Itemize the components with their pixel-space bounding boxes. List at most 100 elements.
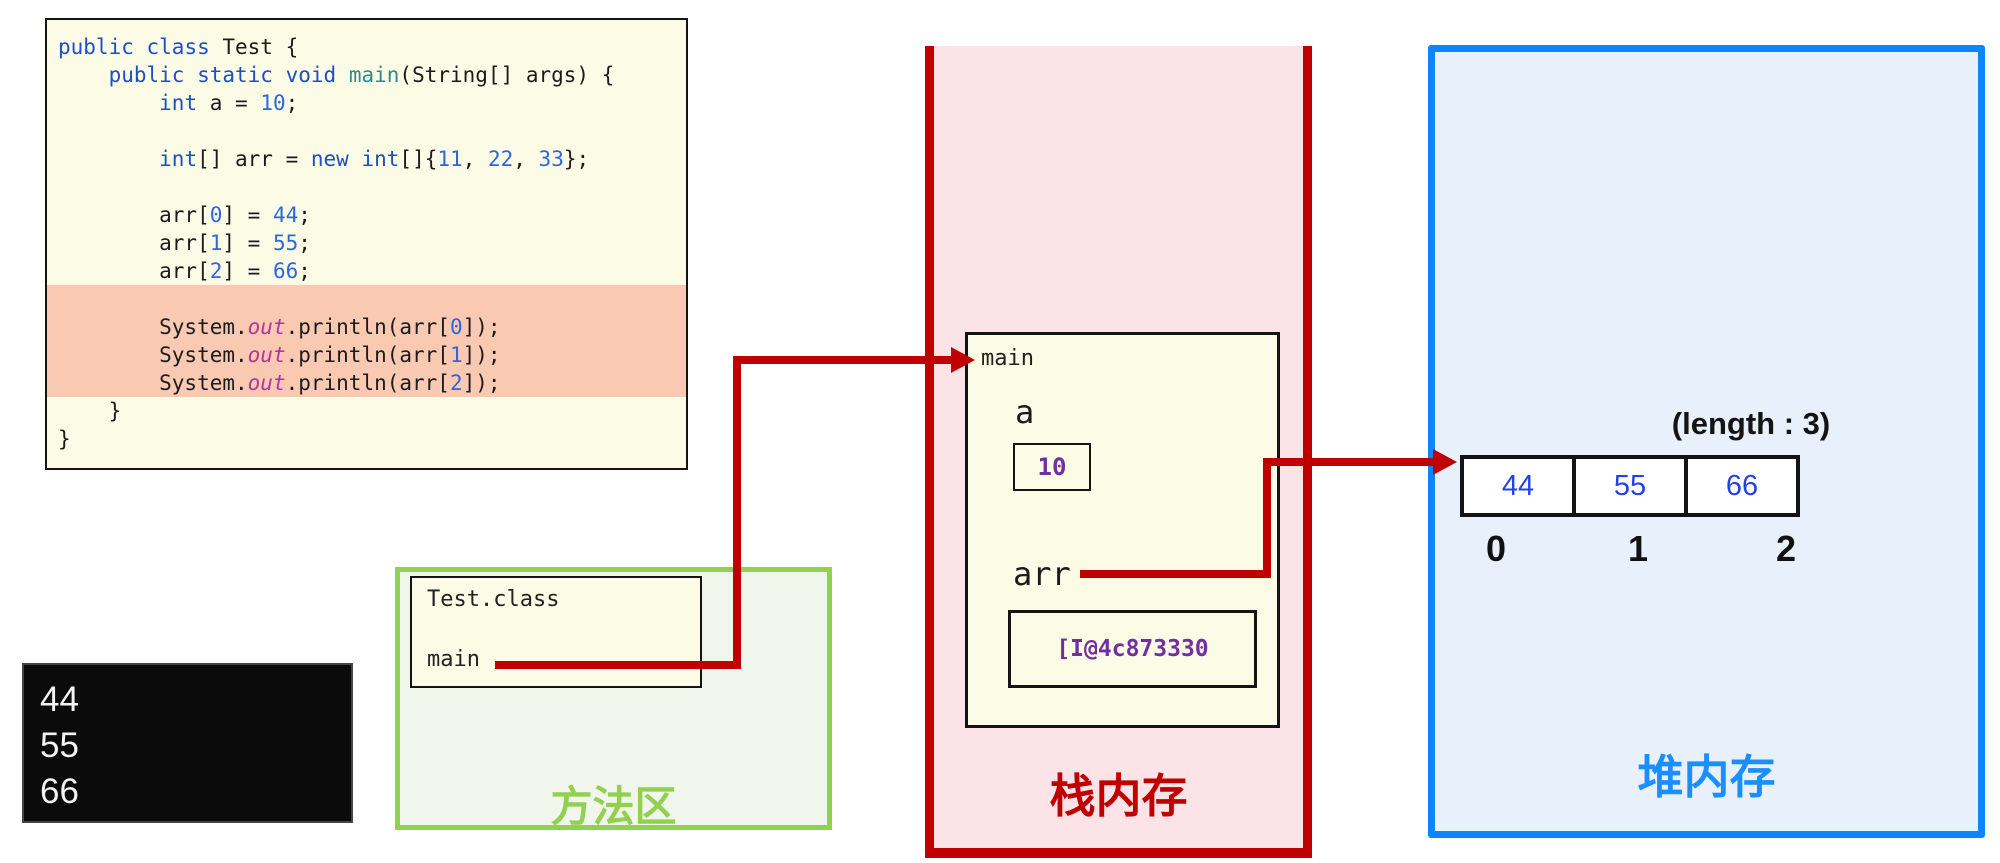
variable-arr-reference: [I@4c873330: [1056, 636, 1209, 662]
code-token: int: [159, 147, 198, 171]
code-token: 10: [260, 91, 286, 115]
code-token: ]);: [462, 315, 501, 339]
heap-array-index: 1: [1627, 528, 1649, 569]
variable-a-label: a: [1015, 393, 1035, 431]
heap-array-index: 0: [1485, 528, 1507, 569]
code-token: static: [197, 63, 273, 87]
arrow-arr-to-heap-seg-vertical: [1263, 458, 1271, 578]
code-token: 0: [449, 315, 463, 339]
heap-array-cell: 66: [1684, 455, 1800, 517]
code-token: int: [361, 147, 400, 171]
array-length-label: (length : 3): [1671, 406, 1831, 441]
variable-a-value-box: 10: [1013, 443, 1091, 491]
code-line-6: [47, 173, 686, 201]
console-line: 55: [40, 726, 79, 765]
code-line-7: arr[0] = 44;: [47, 201, 686, 229]
code-token: [58, 147, 159, 171]
code-token: 0: [209, 203, 223, 227]
code-token: 44: [272, 203, 299, 227]
code-token: [273, 63, 286, 87]
code-token: out: [247, 315, 286, 339]
arrow-main-to-stack-arrowhead-icon: [951, 347, 975, 373]
code-line-8: arr[1] = 55;: [47, 229, 686, 257]
code-token: public: [58, 35, 134, 59]
arrow-main-to-stack-seg-horizontal-low: [495, 661, 741, 669]
code-token: ;: [285, 91, 299, 115]
code-line-14: }: [47, 397, 686, 425]
code-token: .println(arr[: [285, 343, 450, 367]
heap-memory-label: 堆内存: [1637, 751, 1776, 803]
code-token: arr[: [58, 231, 210, 255]
code-token: [58, 91, 159, 115]
code-token: 66: [272, 259, 299, 283]
code-token: arr[: [58, 203, 210, 227]
heap-array-index: 2: [1775, 528, 1797, 569]
stack-frame-main: main a 10 arr [I@4c873330: [965, 332, 1280, 728]
code-token: [] arr =: [197, 147, 311, 171]
code-token: .println(arr[: [285, 315, 450, 339]
code-token: ]);: [462, 371, 501, 395]
arrow-arr-to-heap-seg-horizontal-low: [1080, 570, 1271, 578]
stack-memory-box: main a 10 arr [I@4c873330 栈内存: [925, 46, 1312, 858]
code-token: void: [285, 63, 337, 87]
code-token: System.: [58, 371, 248, 395]
code-token: 1: [209, 231, 223, 255]
arrow-arr-to-heap-arrowhead-icon: [1433, 449, 1457, 475]
console-line: 66: [40, 772, 79, 811]
code-line-2: public static void main(String[] args) {: [47, 61, 686, 89]
code-token: public: [108, 63, 185, 87]
stack-memory-label: 栈内存: [1049, 770, 1188, 822]
code-token: Test {: [209, 35, 299, 59]
variable-arr-reference-box: [I@4c873330: [1008, 610, 1257, 688]
code-token: ] =: [222, 231, 273, 255]
code-token: [184, 63, 197, 87]
code-token: ]);: [462, 343, 501, 367]
code-token: ] =: [222, 259, 273, 283]
code-token: 22: [487, 147, 514, 171]
code-token: ,: [513, 147, 539, 171]
code-token: .println(arr[: [285, 371, 450, 395]
method-area-box: Test.class main 方法区: [395, 567, 832, 830]
code-token: System.: [58, 315, 248, 339]
code-line-1: public class Test {: [47, 33, 686, 61]
code-line-9: arr[2] = 66;: [47, 257, 686, 285]
code-token: }: [58, 427, 71, 451]
arrow-main-to-stack-seg-vertical: [733, 356, 741, 669]
code-token: [134, 35, 147, 59]
code-token: out: [247, 343, 286, 367]
code-token: ,: [462, 147, 488, 171]
code-line-13: System.out.println(arr[2]);: [47, 369, 686, 397]
code-token: class: [146, 35, 210, 59]
code-token: ;: [298, 231, 311, 255]
code-token: }: [58, 399, 122, 423]
code-line-12: System.out.println(arr[1]);: [47, 341, 686, 369]
code-line-15: }: [47, 425, 686, 453]
variable-arr-label: arr: [1013, 555, 1071, 593]
code-line-4: [47, 117, 686, 145]
class-name: Test.class: [427, 587, 560, 612]
class-box: Test.class main: [410, 576, 702, 688]
variable-a-value: 10: [1037, 453, 1067, 481]
code-token: int: [159, 91, 198, 115]
arrow-main-to-stack-seg-horizontal-high: [733, 356, 955, 364]
arrow-arr-to-heap-seg-horizontal-high: [1263, 458, 1435, 466]
code-token: []{: [399, 147, 438, 171]
code-line-3: int a = 10;: [47, 89, 686, 117]
heap-array-cell: 55: [1572, 455, 1688, 517]
method-area-label: 方法区: [550, 783, 677, 830]
heap-array-cell: 44: [1460, 455, 1576, 517]
code-token: [336, 63, 349, 87]
code-token: ;: [298, 259, 311, 283]
code-token: [349, 147, 362, 171]
code-token: (String[] args) {: [399, 63, 615, 87]
code-token: 2: [449, 371, 463, 395]
code-token: new: [310, 147, 349, 171]
code-token: [58, 63, 109, 87]
stack-frame-title: main: [981, 346, 1034, 371]
code-token: 33: [538, 147, 564, 171]
code-token: 2: [209, 259, 223, 283]
code-token: };: [563, 147, 590, 171]
